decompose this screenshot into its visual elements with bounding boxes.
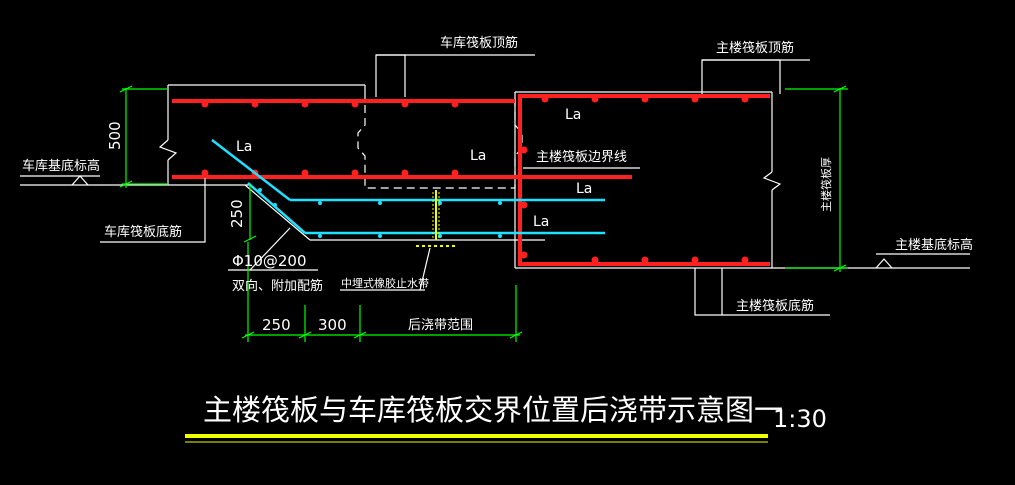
label-main-base-elevation: 主楼基底标高 xyxy=(895,237,973,253)
rebar-dot xyxy=(741,95,749,103)
dim-300: 300 xyxy=(318,316,347,334)
rebar-dot xyxy=(401,169,409,177)
rebar-dot xyxy=(451,169,459,177)
garage-top-rebar xyxy=(172,99,515,108)
diagram-scale: 1:30 xyxy=(773,405,827,433)
rebar-dot xyxy=(641,256,649,264)
main-raft-rebar xyxy=(518,94,770,266)
label-la-4: La xyxy=(576,181,592,197)
additional-rebar xyxy=(211,139,605,238)
rebar-dot xyxy=(691,95,699,103)
waterstop xyxy=(416,190,456,247)
rebar-dot xyxy=(301,169,309,177)
dim-250-horizontal: 250 xyxy=(262,316,291,334)
rebar-dot xyxy=(641,95,649,103)
label-main-boundary: 主楼筏板边界线 xyxy=(536,149,627,165)
rebar-dot xyxy=(201,169,209,177)
dimension-lines xyxy=(119,85,848,342)
label-garage-top-rebar: 车库筏板顶筋 xyxy=(440,35,518,51)
dim-500: 500 xyxy=(106,121,124,150)
main-raft-outline xyxy=(514,91,782,269)
label-main-raft-thickness: 主楼筏板厚 xyxy=(819,157,833,212)
label-waterstop: 中埋式橡胶止水带 xyxy=(341,276,429,290)
rebar-dot xyxy=(591,95,599,103)
garage-raft-outline xyxy=(158,84,545,241)
label-main-top-rebar: 主楼筏板顶筋 xyxy=(716,40,794,56)
rebar-dot xyxy=(520,201,528,209)
rebar-dot xyxy=(741,256,749,264)
rebar-dot xyxy=(591,256,599,264)
rebar-dot xyxy=(351,100,359,108)
annotation-leaders xyxy=(20,54,970,316)
garage-bottom-rebar xyxy=(172,169,632,179)
label-garage-base-elevation: 车库基底标高 xyxy=(22,158,100,174)
rebar-dot xyxy=(451,100,459,108)
rebar-dot xyxy=(301,100,309,108)
label-la-2: La xyxy=(565,107,581,123)
label-la-1: La xyxy=(236,139,252,155)
rebar-dot xyxy=(351,169,359,177)
label-main-bottom-rebar: 主楼筏板底筋 xyxy=(736,298,814,314)
rebar-dot xyxy=(691,256,699,264)
rebar-dot xyxy=(251,100,259,108)
rebar-dot xyxy=(401,100,409,108)
label-la-3: La xyxy=(470,148,486,164)
diagram-title: 主楼筏板与车库筏板交界位置后浇带示意图一 xyxy=(203,393,783,427)
label-la-5: La xyxy=(533,214,549,230)
label-rebar-note: 双向、附加配筋 xyxy=(232,278,323,294)
post-pour-strip-boundary xyxy=(357,85,523,189)
rebar-dot xyxy=(541,95,549,103)
label-post-pour-range: 后浇带范围 xyxy=(408,318,473,333)
label-garage-bottom-rebar: 车库筏板底筋 xyxy=(104,224,182,240)
dim-250-vertical: 250 xyxy=(228,199,246,228)
rebar-dot xyxy=(520,146,528,154)
rebar-dot xyxy=(201,100,209,108)
label-rebar-spec: Φ10@200 xyxy=(232,252,307,270)
rebar-dot xyxy=(520,251,528,259)
